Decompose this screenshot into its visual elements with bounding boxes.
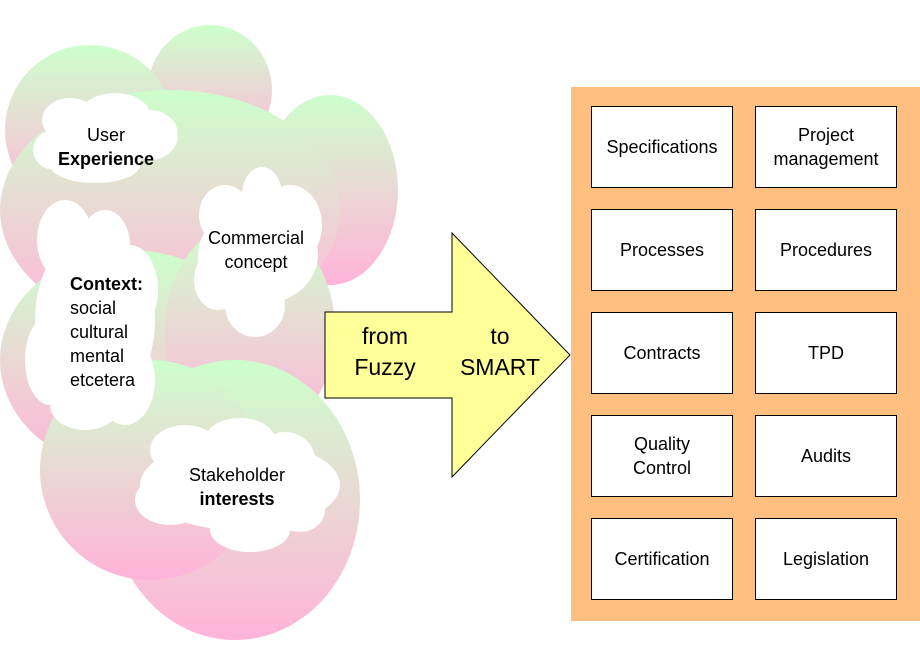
context-line-4: etcetera	[70, 370, 136, 390]
processes-box: Processes	[591, 209, 733, 291]
arrow-from-line2: Fuzzy	[354, 354, 416, 380]
context-line-3: mental	[70, 346, 124, 366]
certification-box: Certification	[591, 518, 733, 600]
commercial-concept-line2: concept	[224, 252, 287, 272]
procedures-box: Procedures	[755, 209, 897, 291]
user-experience-line2: Experience	[58, 149, 154, 169]
stakeholder-line2: interests	[199, 489, 274, 509]
context-line-1: social	[70, 298, 116, 318]
legislation-box: Legislation	[755, 518, 897, 600]
project-management-box: Project management	[755, 106, 897, 188]
arrow-to-line2: SMART	[460, 354, 540, 380]
quality-control-box: Quality Control	[591, 415, 733, 497]
commercial-concept-cloud	[194, 167, 322, 337]
user-experience-cloud	[33, 93, 178, 183]
commercial-concept-line1: Commercial	[208, 228, 304, 248]
fuzzy-to-smart-arrow	[324, 231, 571, 479]
context-line-2: cultural	[70, 322, 128, 342]
user-experience-line1: User	[87, 125, 125, 145]
stakeholder-line1: Stakeholder	[189, 465, 285, 485]
tpd-box: TPD	[755, 312, 897, 394]
arrow-from-line1: from	[362, 323, 408, 349]
context-title: Context:	[70, 274, 143, 294]
specifications-box: Specifications	[591, 106, 733, 188]
contracts-box: Contracts	[591, 312, 733, 394]
arrow-to-line1: to	[490, 323, 509, 349]
context-cloud	[25, 200, 158, 430]
smart-panel: Specifications Project management Proces…	[571, 87, 920, 621]
audits-box: Audits	[755, 415, 897, 497]
stakeholder-cloud	[135, 418, 340, 552]
